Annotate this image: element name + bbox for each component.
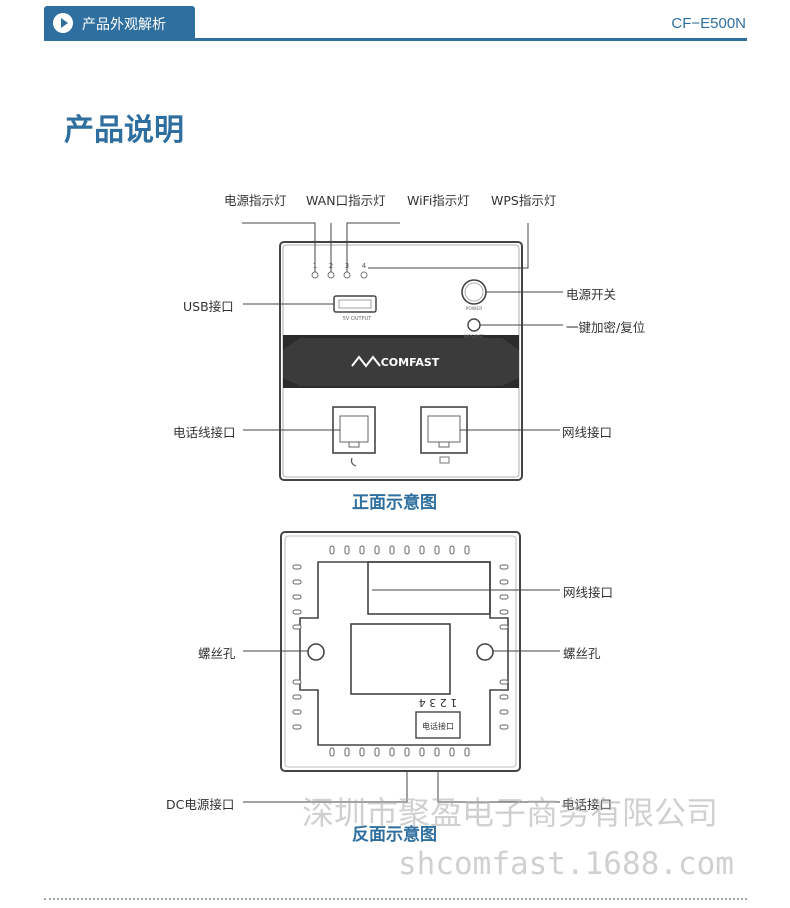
- back-leaders: [243, 589, 560, 803]
- front-panel: [279, 241, 523, 481]
- led-numbers: 1 2 3 4: [313, 262, 367, 270]
- header-tab-label: 产品外观解析: [82, 17, 166, 33]
- label-power-switch: 电源开关: [566, 287, 617, 302]
- label-usb: USB接口: [183, 299, 234, 314]
- label-dc-port: DC电源接口: [166, 797, 235, 812]
- label-wps-led: WPS指示灯: [491, 193, 557, 208]
- label-screw-hole-right: 螺丝孔: [563, 646, 601, 661]
- back-panel: [280, 531, 521, 772]
- wps-print: WPS/RST: [464, 334, 485, 340]
- header-rule: [44, 38, 747, 41]
- footer-divider: [44, 898, 747, 900]
- front-leds: [311, 271, 368, 279]
- section-title: 产品说明: [64, 113, 184, 148]
- label-back-phone-port: 电话接口: [562, 797, 613, 812]
- label-back-lan-port: 网线接口: [563, 585, 614, 600]
- inner-phone-label: 电话接口: [422, 721, 454, 731]
- front-leaders: [242, 222, 563, 431]
- brand-logo-icon: [351, 355, 381, 368]
- label-power-led: 电源指示灯: [224, 193, 287, 208]
- watermark-url: shcomfast.1688.com: [398, 846, 734, 882]
- watermark-company: 深圳市聚盈电子商务有限公司: [302, 794, 719, 832]
- model-number: CF−E500N: [671, 15, 746, 32]
- usb-print: 5V OUTPUT: [343, 316, 373, 322]
- pin-numbers: 1 2 3 4: [419, 696, 457, 709]
- brand-logo-text: COMFAST: [381, 356, 440, 369]
- front-caption: 正面示意图: [352, 493, 437, 513]
- play-icon: [53, 13, 73, 33]
- label-wan-led: WAN口指示灯: [306, 193, 386, 208]
- back-caption: 反面示意图: [352, 825, 437, 845]
- label-phone-port: 电话线接口: [173, 425, 236, 440]
- back-vent-slots: [292, 545, 509, 757]
- power-print: POWER: [466, 306, 483, 312]
- label-wps-reset: 一键加密/复位: [566, 320, 646, 335]
- header-tab: 产品外观解析: [44, 6, 195, 40]
- phone-icon: [350, 457, 357, 467]
- computer-icon: [439, 456, 450, 464]
- svg-text:4: 4: [362, 262, 367, 270]
- label-wifi-led: WiFi指示灯: [407, 193, 470, 208]
- label-lan-port: 网线接口: [562, 425, 613, 440]
- label-screw-hole-left: 螺丝孔: [198, 646, 236, 661]
